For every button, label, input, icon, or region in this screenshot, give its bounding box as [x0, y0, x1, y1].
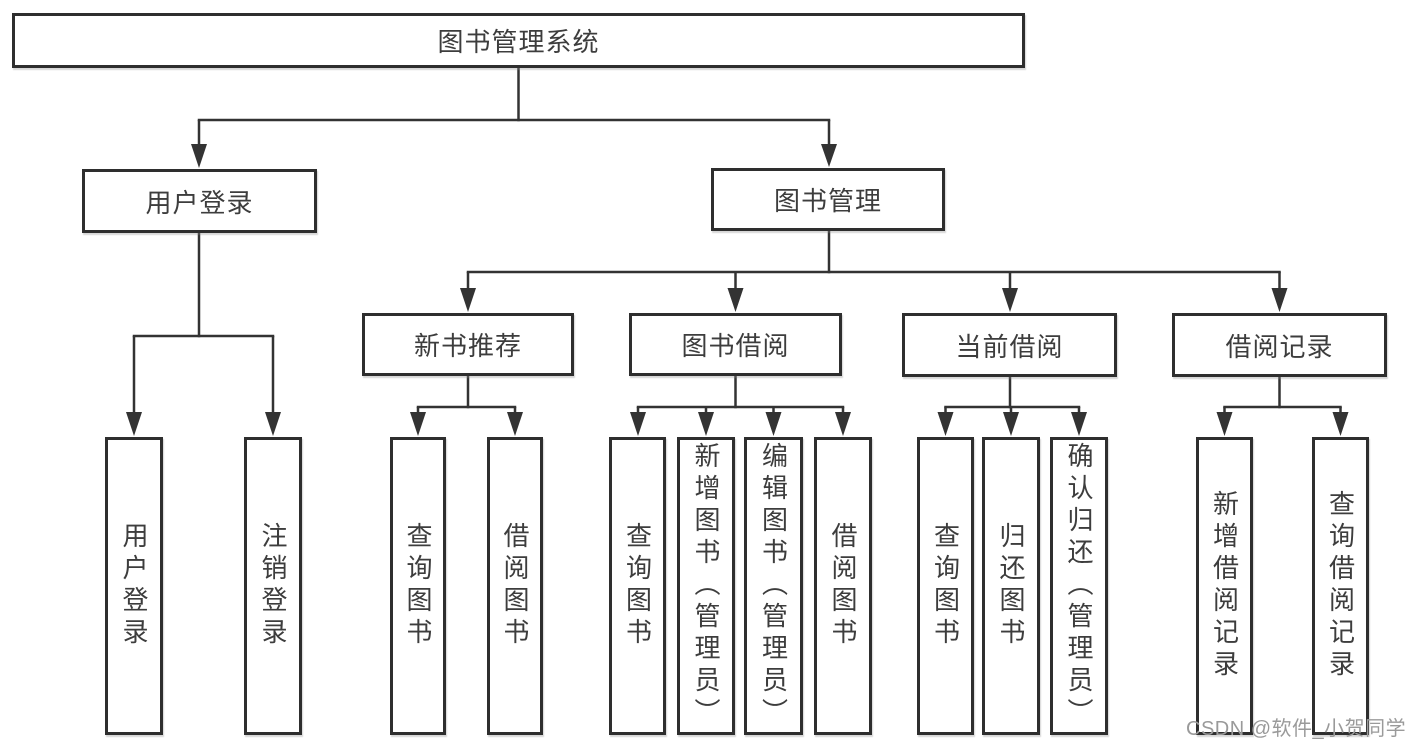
leaf-confirm-return-admin: 确认归还（管理员）	[1050, 437, 1108, 735]
node-book-management-label: 图书管理	[773, 186, 882, 216]
leaf-query-book-newbook: 查询图书	[390, 437, 446, 735]
node-book-borrow-label: 图书借阅	[681, 331, 790, 361]
leaf-query-borrow-record: 查询借阅记录	[1312, 437, 1369, 735]
node-new-book-recommend: 新书推荐	[362, 313, 574, 376]
node-current-borrow-label: 当前借阅	[955, 331, 1064, 362]
leaf-confirm-return-admin-label: 确认归还（管理员）	[1064, 442, 1094, 730]
leaf-add-borrow-record: 新增借阅记录	[1196, 437, 1253, 735]
leaf-return-book: 归还图书	[982, 437, 1040, 735]
node-borrow-records-label: 借阅记录	[1225, 331, 1334, 362]
leaf-add-book-admin: 新增图书（管理员）	[677, 437, 735, 735]
connector-newbook-to-leaves	[410, 376, 523, 436]
node-borrow-records: 借阅记录	[1172, 313, 1387, 377]
node-user-login-label: 用户登录	[145, 187, 254, 218]
node-user-login: 用户登录	[82, 169, 317, 233]
connector-root-to-level2	[191, 68, 837, 168]
connector-currentborrow-to-leaves	[937, 377, 1087, 436]
leaf-edit-book-admin-label: 编辑图书（管理员）	[758, 442, 789, 730]
leaf-query-book-borrow: 查询图书	[609, 437, 666, 735]
leaf-borrow-book: 借阅图书	[814, 437, 872, 735]
leaf-query-book-borrow-label: 查询图书	[622, 522, 653, 650]
leaf-borrow-book-newbook-label: 借阅图书	[500, 522, 530, 650]
node-library-system-label: 图书管理系统	[437, 27, 600, 57]
node-new-book-recommend-label: 新书推荐	[413, 331, 522, 361]
leaf-borrow-book-label: 借阅图书	[828, 522, 858, 650]
leaf-logout-login-label: 注销登录	[258, 522, 288, 650]
connector-records-to-leaves	[1216, 377, 1349, 436]
node-book-management: 图书管理	[711, 168, 945, 231]
leaf-query-book-newbook-label: 查询图书	[403, 522, 433, 650]
node-book-borrow: 图书借阅	[629, 313, 842, 376]
leaf-add-borrow-record-label: 新增借阅记录	[1209, 490, 1240, 682]
leaf-borrow-book-newbook: 借阅图书	[487, 437, 543, 735]
leaf-edit-book-admin: 编辑图书（管理员）	[744, 437, 803, 735]
node-library-system: 图书管理系统	[12, 13, 1025, 68]
leaf-user-login-label: 用户登录	[119, 522, 149, 650]
connector-userlogin-to-leaves	[126, 233, 281, 436]
node-current-borrow: 当前借阅	[902, 313, 1117, 377]
connector-bookborrow-to-leaves	[630, 376, 851, 436]
leaf-logout-login: 注销登录	[244, 437, 302, 735]
csdn-watermark: CSDN @软件_小贺同学	[1186, 718, 1405, 740]
leaf-query-book-current-label: 查询图书	[930, 522, 961, 650]
leaf-user-login: 用户登录	[105, 437, 163, 735]
leaf-query-book-current: 查询图书	[917, 437, 974, 735]
leaf-return-book-label: 归还图书	[996, 522, 1026, 650]
leaf-add-book-admin-label: 新增图书（管理员）	[691, 442, 721, 730]
connector-bookmgmt-to-level3	[460, 231, 1288, 312]
leaf-query-borrow-record-label: 查询借阅记录	[1325, 490, 1356, 682]
